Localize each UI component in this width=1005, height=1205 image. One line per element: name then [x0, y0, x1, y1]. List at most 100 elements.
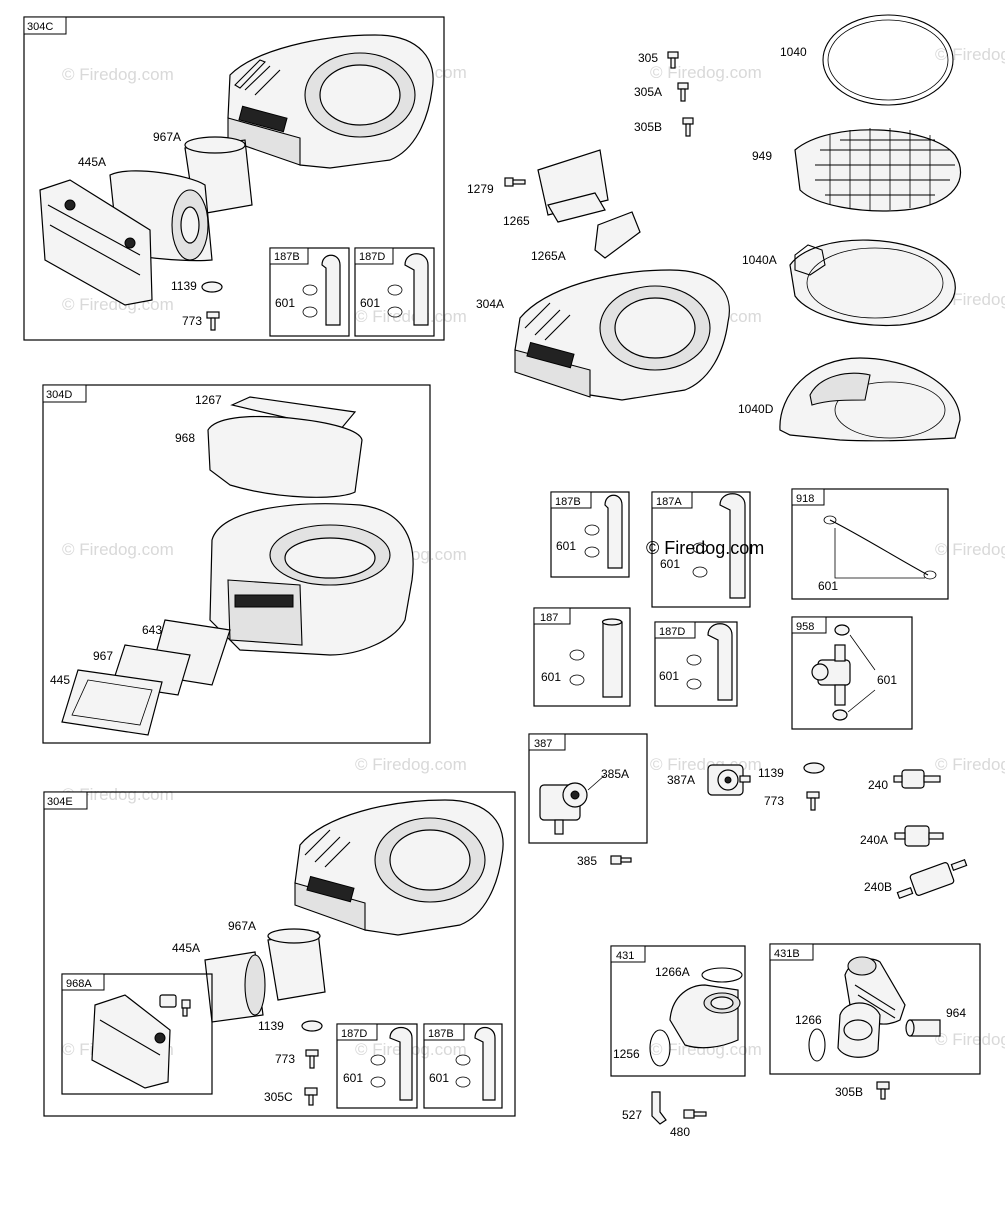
subpanel-border — [769, 943, 981, 1075]
panel-tag — [528, 733, 566, 751]
baffle-plate-part — [547, 192, 606, 223]
panel-tag — [336, 1023, 378, 1041]
panel-387: 387 385A — [528, 733, 648, 844]
panel-label: 968A — [66, 978, 92, 990]
part-label: 601 — [818, 579, 838, 593]
o-ring-part — [649, 1029, 671, 1067]
part-label: 240A — [860, 833, 888, 847]
part-label: 601 — [659, 669, 679, 683]
panel-tag — [791, 488, 825, 506]
washer-part — [803, 762, 825, 774]
part-label: 1266A — [655, 965, 690, 979]
bracket-part — [594, 211, 641, 259]
part-label: 643 — [142, 623, 162, 637]
panel-label: 187B — [274, 251, 300, 263]
part-label: 305A — [634, 85, 662, 99]
part-label: 480 — [670, 1125, 690, 1139]
panel-label: 958 — [796, 621, 814, 633]
loose-parts-top: 305 305A 305B 1279 1265 1265A 304A 1040 — [467, 14, 962, 442]
panel-958: 958 601 — [791, 616, 913, 730]
clamp-part — [834, 624, 850, 636]
part-label: 385A — [601, 767, 629, 781]
adapter-part — [837, 1002, 881, 1058]
watermark-text: © Firedog.com — [650, 63, 762, 82]
fuel-filter-part — [893, 769, 941, 789]
panel-label: 304C — [27, 21, 53, 33]
panel-tag — [769, 943, 814, 961]
part-label: 1266 — [795, 1013, 822, 1027]
center-watermark: © Firedog.com — [646, 538, 764, 558]
panel-label: 187B — [555, 496, 581, 508]
part-label: 305B — [634, 120, 662, 134]
part-label: 1265A — [531, 249, 566, 263]
air-filter-part — [267, 928, 326, 1001]
panel-label: 431B — [774, 948, 800, 960]
panel-tag — [651, 491, 693, 509]
part-label: 601 — [541, 670, 561, 684]
leader-line — [587, 774, 606, 791]
part-label: 967 — [93, 649, 113, 663]
panel-tag — [42, 384, 87, 403]
watermark-text: © Firedog.com — [355, 755, 467, 774]
part-label: 949 — [752, 149, 772, 163]
knob-part — [159, 994, 191, 1017]
panel-304E: 304E 967A 445A 1139 773 305 — [43, 791, 516, 1117]
part-label: 387A — [667, 773, 695, 787]
panel-label: 387 — [534, 738, 552, 750]
panel-label: 431 — [616, 950, 634, 962]
part-label: 601 — [660, 557, 680, 571]
part-label: 1139 — [758, 766, 784, 780]
part-label: 601 — [360, 296, 380, 310]
panel-tag — [654, 621, 696, 639]
part-label: 601 — [556, 539, 576, 553]
part-label: 305B — [835, 1085, 863, 1099]
watermark-text: © Firedog.com — [62, 785, 174, 804]
part-label: 967A — [153, 130, 181, 144]
panel-tag — [269, 247, 309, 265]
gasket-ring-part — [822, 14, 954, 106]
panel-tag — [533, 607, 571, 625]
hose-part — [601, 618, 623, 698]
panel-border — [23, 16, 445, 341]
precleaner-part — [204, 951, 266, 1023]
screw-part — [682, 117, 694, 137]
cover-part — [207, 415, 363, 498]
clamp-part — [832, 709, 848, 721]
panel-918: 918 601 — [791, 488, 949, 600]
screen-part — [794, 128, 962, 212]
panel-label: 187 — [540, 612, 558, 624]
screw-part — [610, 855, 632, 865]
hose-part — [370, 1026, 413, 1101]
part-label: 1139 — [171, 279, 197, 293]
subpanel-border — [610, 945, 746, 1077]
watermark-text: © Firedog.com — [935, 540, 1005, 559]
screw-part — [667, 51, 679, 69]
screw-part — [677, 82, 689, 102]
part-label: 240 — [868, 778, 888, 792]
hose-part — [302, 254, 341, 326]
watermark-text: © Firedog.com — [935, 1030, 1005, 1049]
panel-label: 187D — [359, 251, 385, 263]
air-cleaner-cover-part — [39, 179, 153, 306]
panel-tag — [423, 1023, 465, 1041]
part-label: 1267 — [195, 393, 222, 407]
part-label: 1279 — [467, 182, 494, 196]
hose-part — [686, 623, 733, 701]
panel-label: 187D — [659, 626, 685, 638]
watermark-text: © Firedog.com — [935, 755, 1005, 774]
subpanel-border — [528, 733, 648, 844]
watermark-text: © Firedog.com — [650, 755, 762, 774]
clamp-part — [923, 570, 937, 580]
part-label: 1256 — [613, 1047, 640, 1061]
screw-part — [304, 1087, 318, 1106]
panel-label: 304D — [46, 389, 72, 401]
fuel-pump-part — [707, 764, 751, 796]
subpanel-border — [791, 616, 913, 730]
subpanel-border — [354, 247, 435, 337]
gasket-ring-part — [701, 967, 743, 983]
hose-part — [387, 253, 429, 326]
fuel-filter-part — [896, 859, 968, 899]
part-label: 305 — [638, 51, 658, 65]
